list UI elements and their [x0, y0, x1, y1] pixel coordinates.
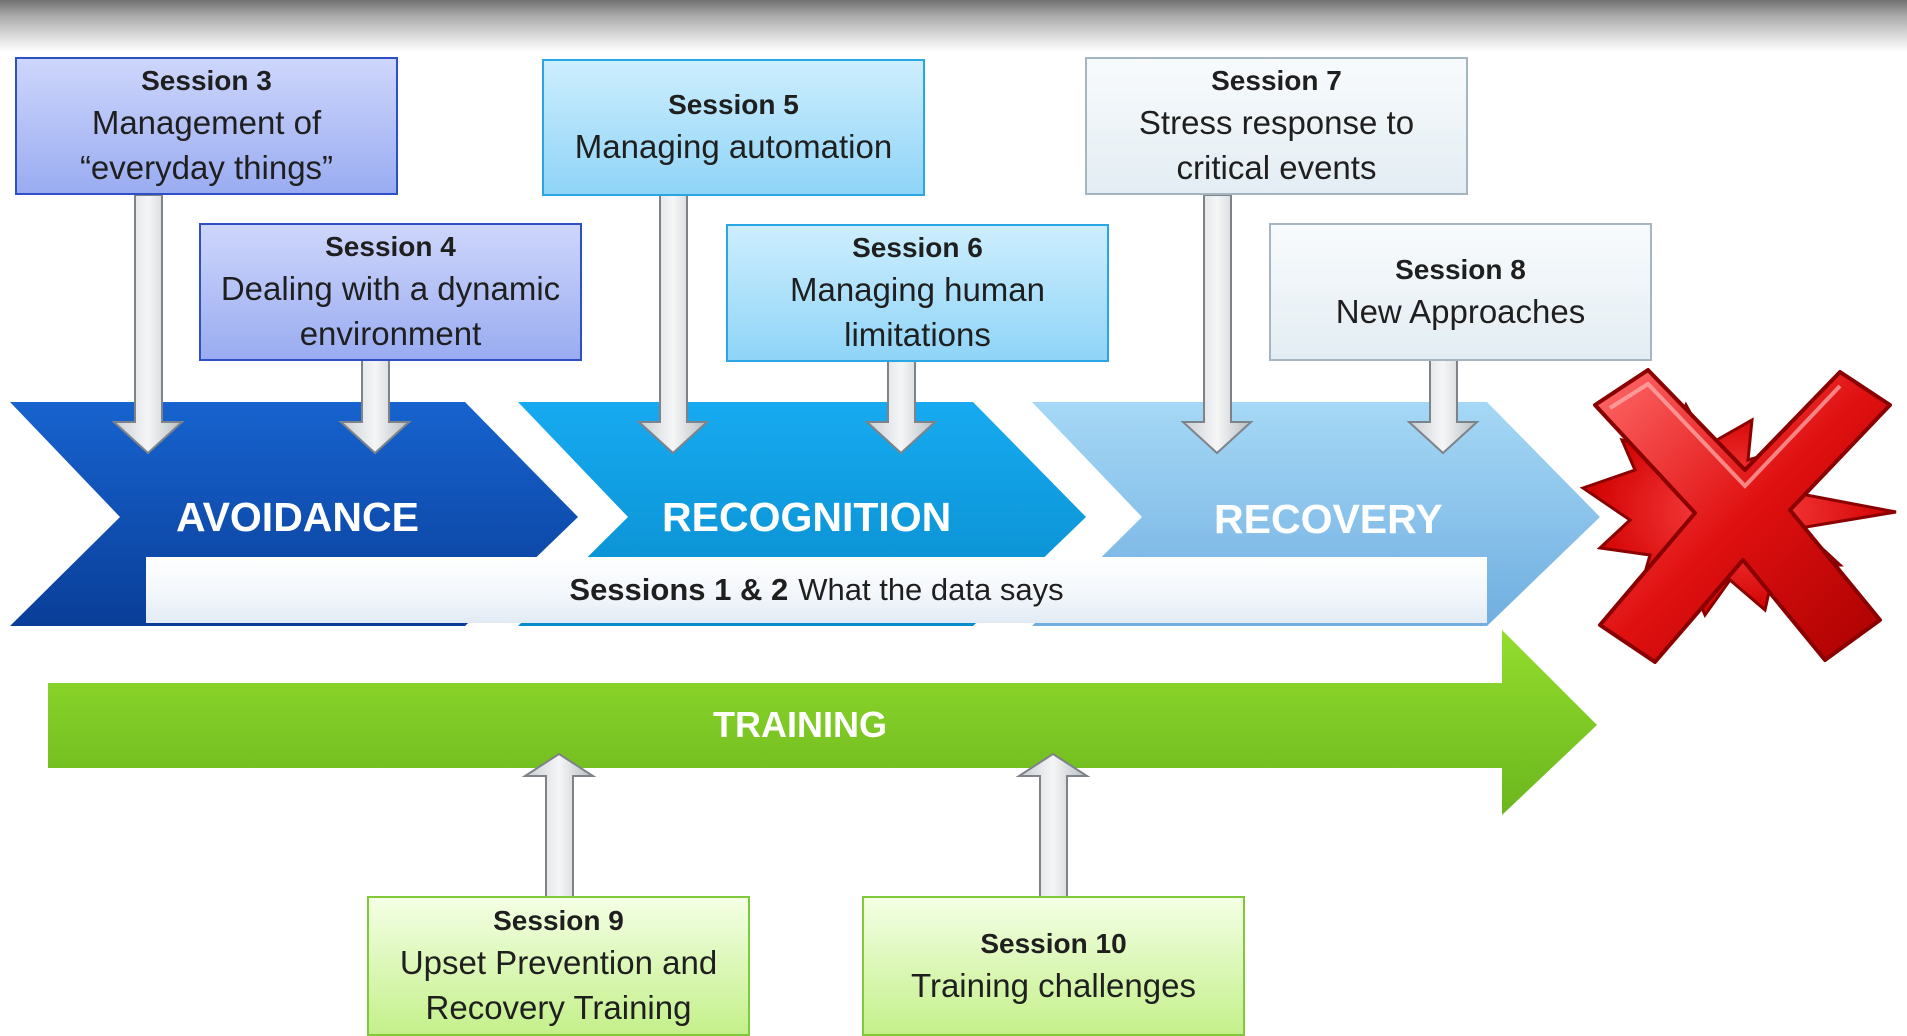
- data-bar-sessions: Sessions 1 & 2: [569, 572, 789, 607]
- session-4-title: Session 4: [325, 231, 456, 262]
- recognition-label: RECOGNITION: [662, 494, 952, 540]
- arrow-s7-down: [1180, 194, 1254, 455]
- session-8-box: Session 8 New Approaches: [1269, 223, 1652, 361]
- session-3-line2: “everyday things”: [79, 149, 334, 186]
- session-7-title: Session 7: [1211, 65, 1342, 96]
- recovery-label: RECOVERY: [1214, 496, 1443, 542]
- training-arrow: [48, 630, 1597, 815]
- top-band: [0, 0, 1907, 52]
- session-4-line1: Dealing with a dynamic: [220, 270, 561, 307]
- session-5-line1: Managing automation: [574, 128, 893, 165]
- session-6-line2: limitations: [844, 316, 991, 353]
- data-bar-text: What the data says: [798, 572, 1064, 607]
- session-7-line2: critical events: [1176, 149, 1377, 186]
- session-10-title: Session 10: [980, 927, 1127, 959]
- session-9-line1: Upset Prevention and: [399, 944, 718, 981]
- arrow-s6-down: [864, 359, 938, 455]
- session-7-box: Session 7 Stress response to critical ev…: [1085, 57, 1468, 195]
- session-9-line2: Recovery Training: [425, 989, 692, 1026]
- session-8-title: Session 8: [1395, 253, 1526, 285]
- session-9-title: Session 9: [493, 905, 624, 936]
- session-10-line1: Training challenges: [911, 966, 1196, 1004]
- session-6-line1: Managing human: [789, 271, 1045, 308]
- session-7-line1: Stress response to: [1138, 104, 1415, 141]
- arrow-s3-down: [111, 194, 185, 455]
- sessions-1-2-bar: Sessions 1 & 2 What the data says: [146, 557, 1487, 623]
- session-6-title: Session 6: [852, 232, 983, 263]
- session-4-line2: environment: [299, 315, 482, 352]
- session-3-box: Session 3 Management of “everyday things…: [15, 57, 398, 195]
- session-10-box: Session 10 Training challenges: [862, 896, 1245, 1036]
- session-9-box: Session 9 Upset Prevention and Recovery …: [367, 896, 750, 1036]
- arrow-s4-down: [338, 359, 412, 455]
- arrow-s9-up: [521, 752, 597, 898]
- arrow-s5-down: [636, 194, 710, 455]
- session-5-title: Session 5: [668, 89, 799, 120]
- session-5-box: Session 5 Managing automation: [542, 59, 925, 196]
- arrow-s10-up: [1015, 752, 1091, 898]
- session-8-line1: New Approaches: [1335, 292, 1586, 330]
- session-6-box: Session 6 Managing human limitations: [726, 224, 1109, 362]
- session-4-box: Session 4 Dealing with a dynamic environ…: [199, 223, 582, 361]
- session-3-title: Session 3: [141, 65, 272, 96]
- session-3-line1: Management of: [91, 104, 322, 141]
- arrow-s8-down: [1406, 359, 1480, 455]
- avoidance-label: AVOIDANCE: [176, 494, 419, 540]
- red-x-burst-icon: [1579, 368, 1897, 664]
- training-label: TRAINING: [713, 704, 887, 745]
